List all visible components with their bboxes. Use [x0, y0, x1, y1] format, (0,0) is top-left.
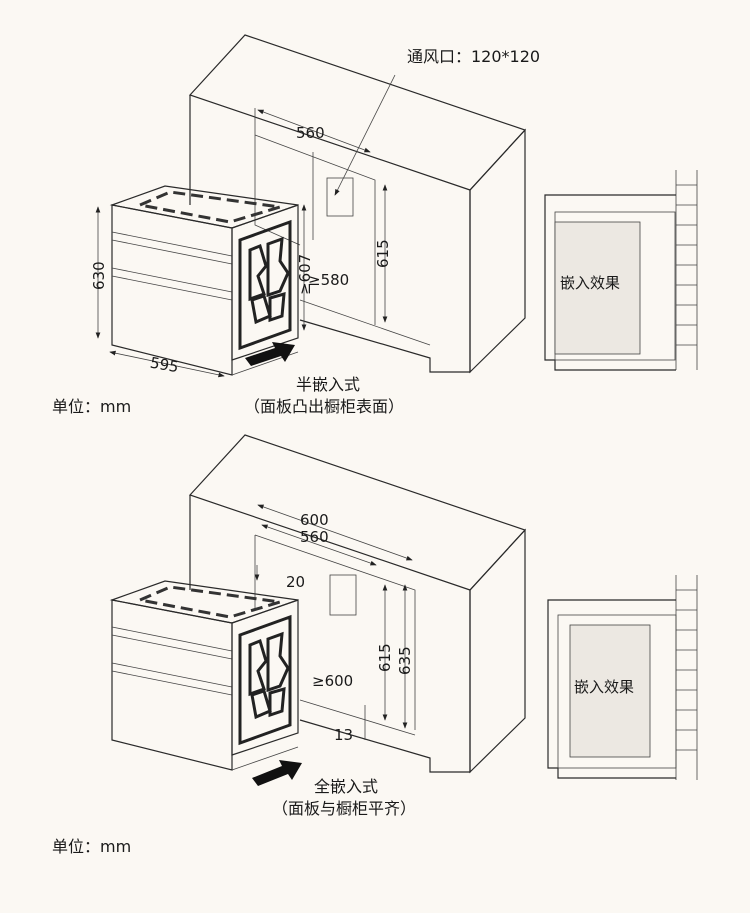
dim-bottom: 13	[334, 726, 353, 744]
dim-outer-width: 600	[300, 511, 329, 529]
dim-depth: ≥580	[308, 271, 349, 289]
mode-title: 半嵌入式	[296, 375, 360, 394]
effect-label: 嵌入效果	[574, 678, 634, 696]
effect-label: 嵌入效果	[560, 274, 620, 292]
dim-gap: 20	[286, 573, 305, 591]
vent-label: 通风口：120*120	[407, 47, 540, 66]
insert-arrow-icon	[245, 342, 295, 366]
dim-width-560: 560	[296, 124, 325, 142]
vent-pointer	[334, 74, 396, 196]
unit-label: 单位：mm	[52, 397, 131, 416]
dim-width: 560	[300, 528, 329, 546]
disinfection-cabinet-top	[110, 184, 300, 377]
mode-note: （面板凸出橱柜表面）	[244, 397, 404, 416]
dim-unit-height: 630	[90, 261, 108, 290]
full-embedded-cabinet	[188, 434, 527, 774]
mode-note: （面板与橱柜平齐）	[272, 799, 416, 818]
mode-title: 全嵌入式	[314, 777, 378, 796]
unit-label: 单位：mm	[52, 837, 131, 856]
dim-unit-width: 595	[149, 354, 180, 377]
effect-side-view: 嵌入效果	[544, 170, 698, 371]
insert-arrow-icon	[252, 760, 302, 786]
effect-side-view: 嵌入效果	[547, 575, 698, 780]
disinfection-cabinet-bottom	[110, 579, 300, 772]
dim-height-inner: 615	[376, 643, 394, 672]
dim-height-615: 615	[374, 239, 392, 268]
dim-depth: ≥600	[312, 672, 353, 690]
dim-drawer-height: ≥607	[296, 254, 314, 295]
dim-height-outer: 635	[396, 646, 414, 675]
